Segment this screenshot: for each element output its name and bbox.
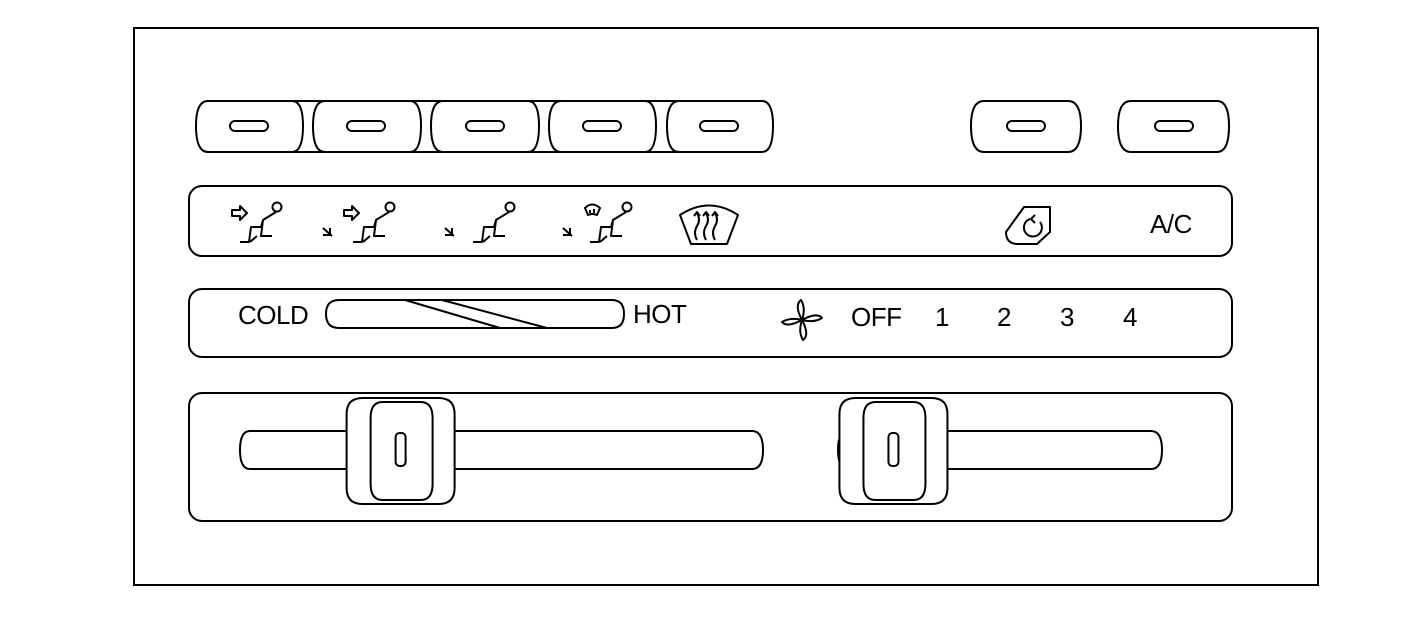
fan-speed-4-label: 4 — [1123, 302, 1137, 332]
mode-button-floor[interactable] — [431, 101, 539, 152]
fan-off-label: OFF — [851, 302, 902, 332]
mode-button-bilevel[interactable] — [313, 101, 421, 152]
mode-button-floor-defrost[interactable] — [549, 101, 656, 152]
ac-label: A/C — [1150, 209, 1192, 239]
fan-speed-2-label: 2 — [997, 302, 1011, 332]
cold-label: COLD — [238, 300, 309, 330]
mode-button-defrost[interactable] — [667, 101, 773, 152]
slider-strip — [188, 392, 1233, 522]
recirc-button[interactable] — [971, 101, 1081, 152]
mode-icon-strip — [188, 185, 1233, 257]
temperature-slider[interactable] — [347, 398, 455, 504]
fan-speed-3-label: 3 — [1060, 302, 1074, 332]
fan-speed-1-label: 1 — [935, 302, 949, 332]
mode-button-vent[interactable] — [196, 101, 303, 152]
ac-button[interactable] — [1118, 101, 1229, 152]
control-labels-strip — [188, 288, 1233, 358]
hot-label: HOT — [633, 299, 687, 329]
fan-speed-slider[interactable] — [839, 398, 947, 504]
